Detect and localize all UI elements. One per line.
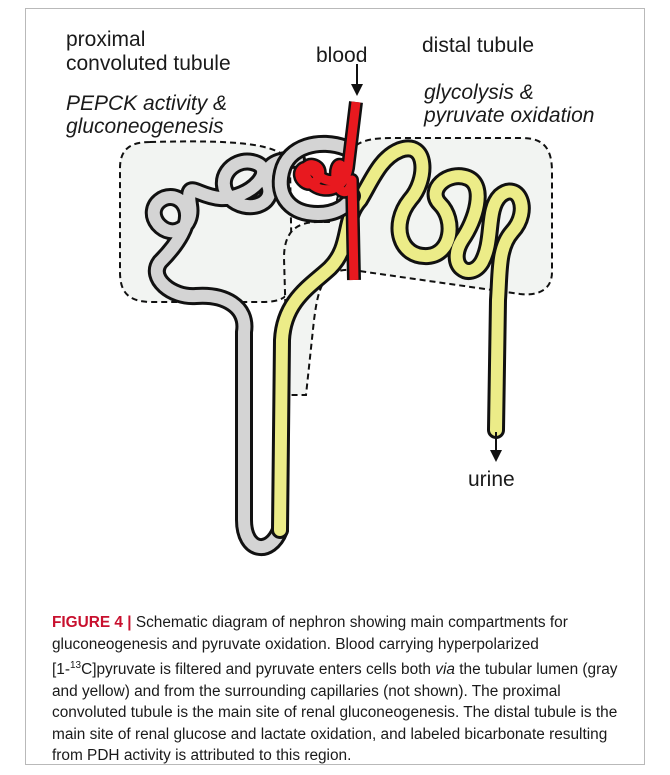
blood-arrow bbox=[351, 64, 363, 96]
proximal-label-line1: proximal bbox=[66, 28, 145, 52]
isotope-label: [1-13C]pyruvate bbox=[52, 661, 156, 678]
proximal-label-line2: convoluted tubule bbox=[66, 52, 231, 76]
glycolysis-label-line1: glycolysis & bbox=[424, 81, 534, 105]
isotope-open: [1- bbox=[52, 661, 70, 678]
figure-caption: FIGURE 4 | Schematic diagram of nephron … bbox=[52, 612, 627, 767]
isotope-close: C]pyruvate bbox=[81, 661, 155, 678]
distal-label: distal tubule bbox=[422, 34, 534, 58]
nephron-diagram bbox=[0, 0, 670, 585]
pepck-label-line1: PEPCK activity & bbox=[66, 92, 227, 116]
glycolysis-label-line2: pyruvate oxidation bbox=[424, 104, 594, 128]
caption-text-2: is filtered and pyruvate enters cells bo… bbox=[156, 661, 436, 678]
pepck-label-line2: gluconeogenesis bbox=[66, 115, 224, 139]
blood-label: blood bbox=[316, 44, 367, 68]
isotope-superscript: 13 bbox=[70, 660, 81, 671]
caption-via: via bbox=[435, 661, 455, 678]
urine-label: urine bbox=[468, 468, 515, 492]
figure-number: FIGURE 4 | bbox=[52, 614, 132, 631]
